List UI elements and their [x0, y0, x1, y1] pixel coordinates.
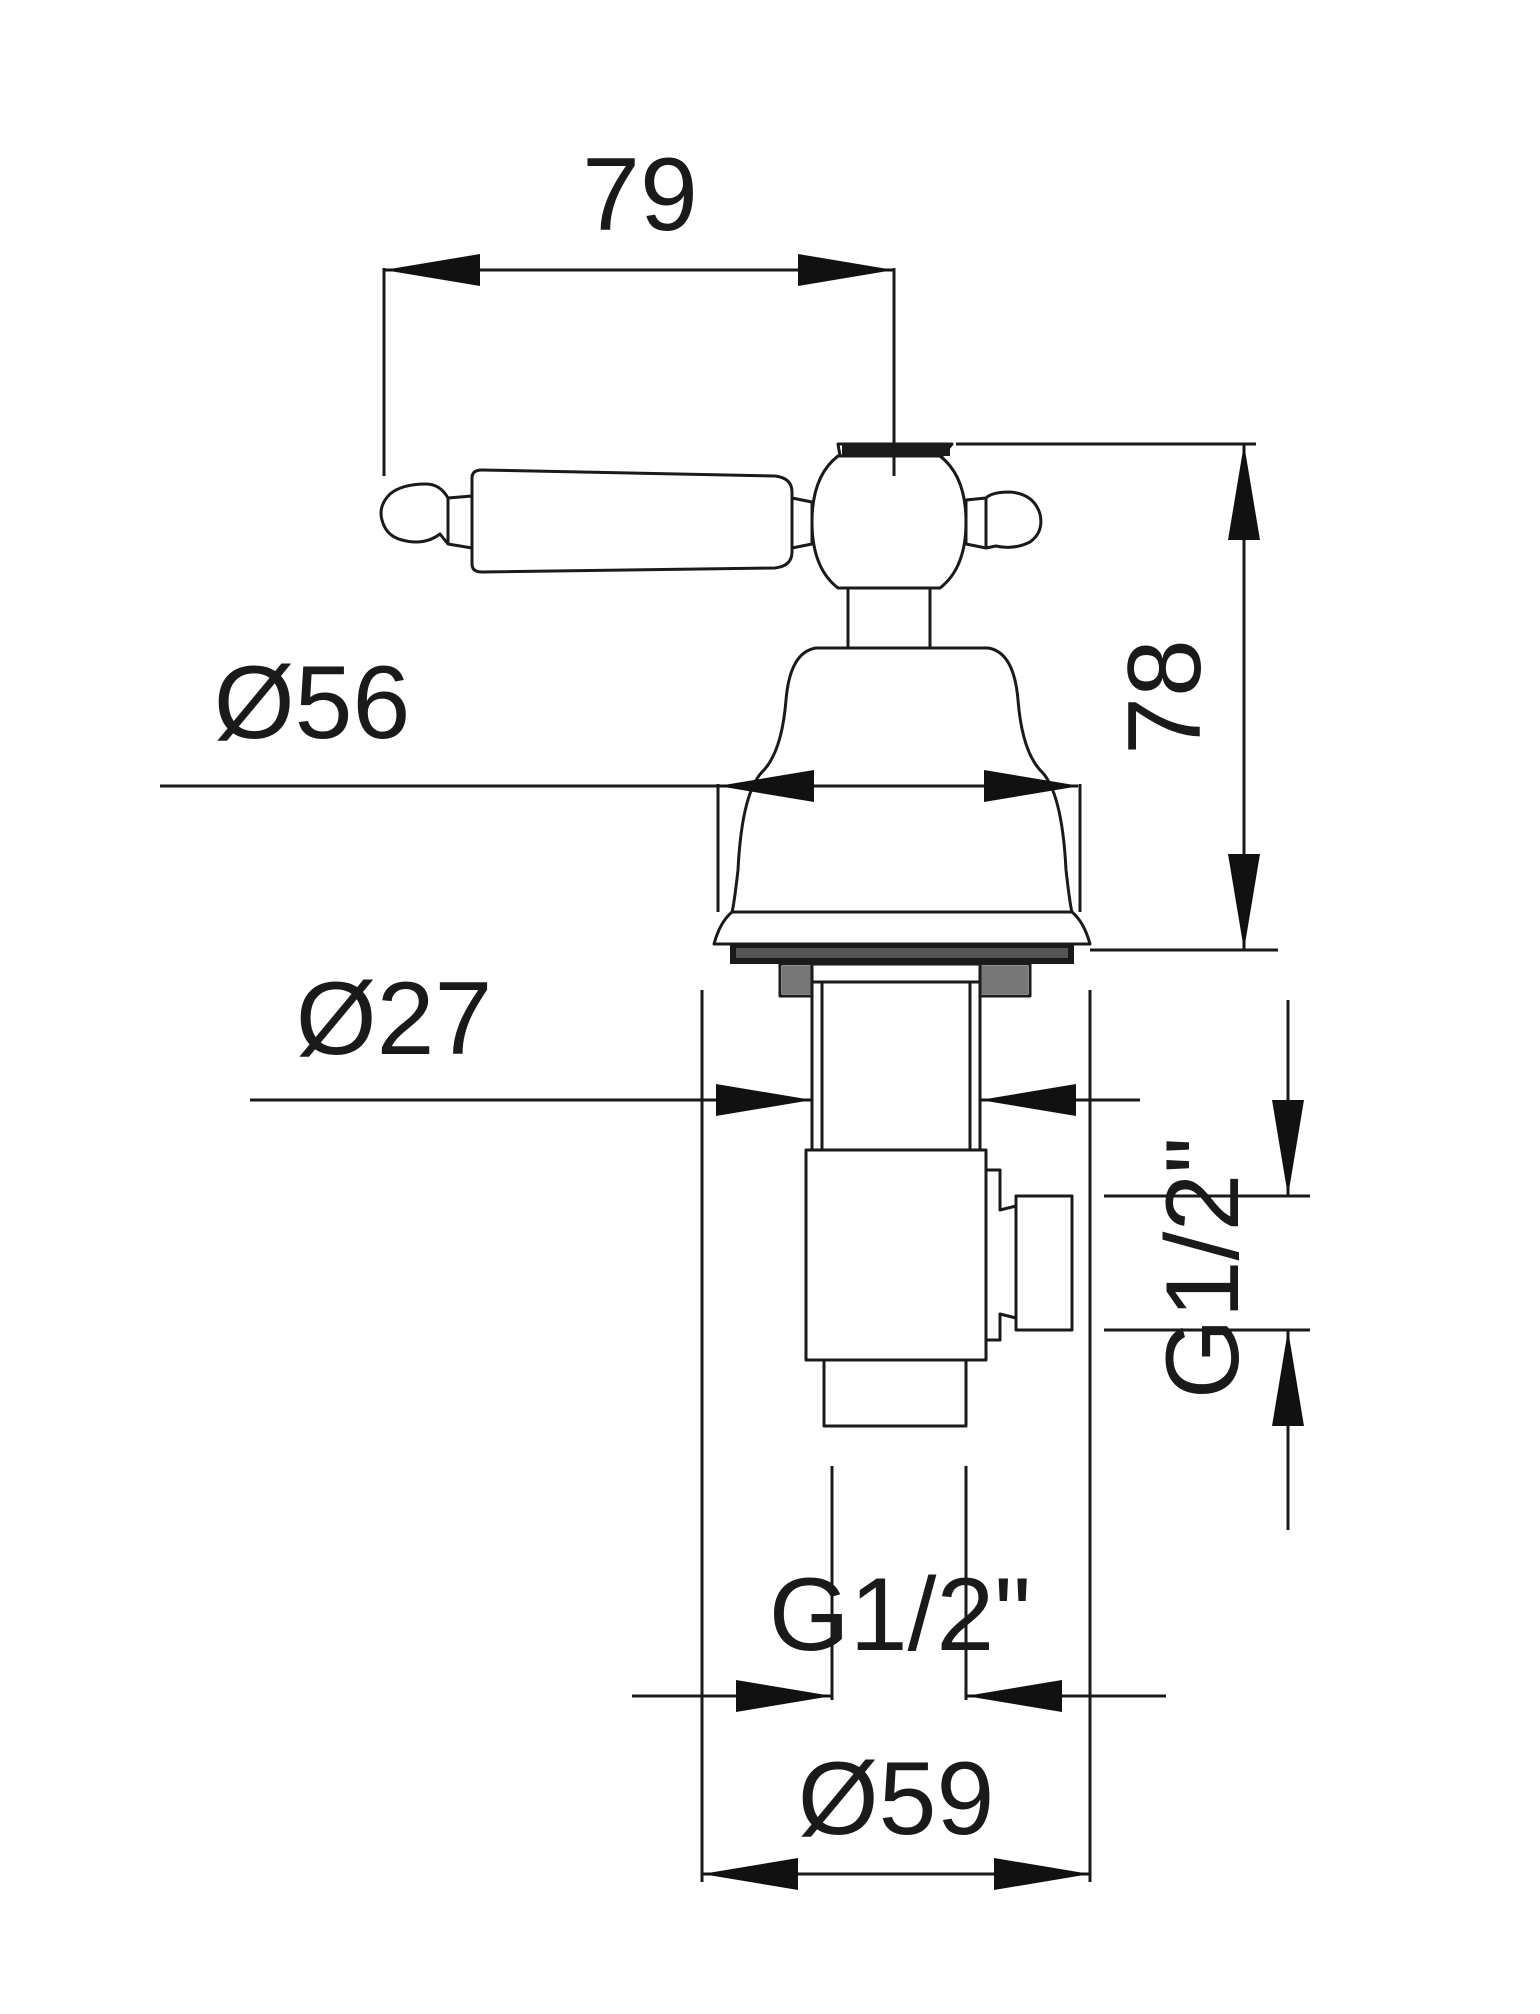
- dimension-78-label: 78: [1107, 639, 1223, 755]
- valve-outline: [379, 442, 1092, 1428]
- handle-hub: [810, 454, 968, 590]
- dimension-diameter-27: Ø27: [250, 961, 1140, 1116]
- dimension-79: 79: [382, 137, 896, 476]
- lever-handle: [470, 468, 794, 574]
- lever-end-knob: [379, 482, 474, 550]
- dimension-side-thread-label: G1/2": [1145, 1137, 1261, 1399]
- dimension-diameter-27-label: Ø27: [296, 961, 493, 1077]
- body-pipe: [810, 980, 982, 1152]
- side-outlet: [984, 1168, 1018, 1342]
- hub-side-knob: [964, 490, 1043, 550]
- valve-body: [804, 1148, 988, 1362]
- dimension-diameter-59: Ø59: [700, 990, 1092, 1890]
- dimension-diameter-56: Ø56: [160, 645, 1082, 912]
- dimension-diameter-56-label: Ø56: [214, 645, 411, 761]
- dimension-diameter-59-label: Ø59: [798, 1741, 995, 1857]
- dimension-79-label: 79: [582, 137, 698, 253]
- dimension-78: 78: [956, 442, 1278, 952]
- dimension-bottom-thread-label: G1/2": [769, 1557, 1031, 1673]
- valve-stem: [846, 586, 932, 650]
- dimension-side-thread: G1/2": [1104, 1000, 1310, 1530]
- base-flange: [712, 910, 1092, 946]
- body-tube: [810, 962, 982, 984]
- bottom-spigot: [822, 1358, 968, 1428]
- dimension-bottom-thread: G1/2": [632, 1466, 1166, 1712]
- side-outlet-thread: [1014, 1194, 1074, 1332]
